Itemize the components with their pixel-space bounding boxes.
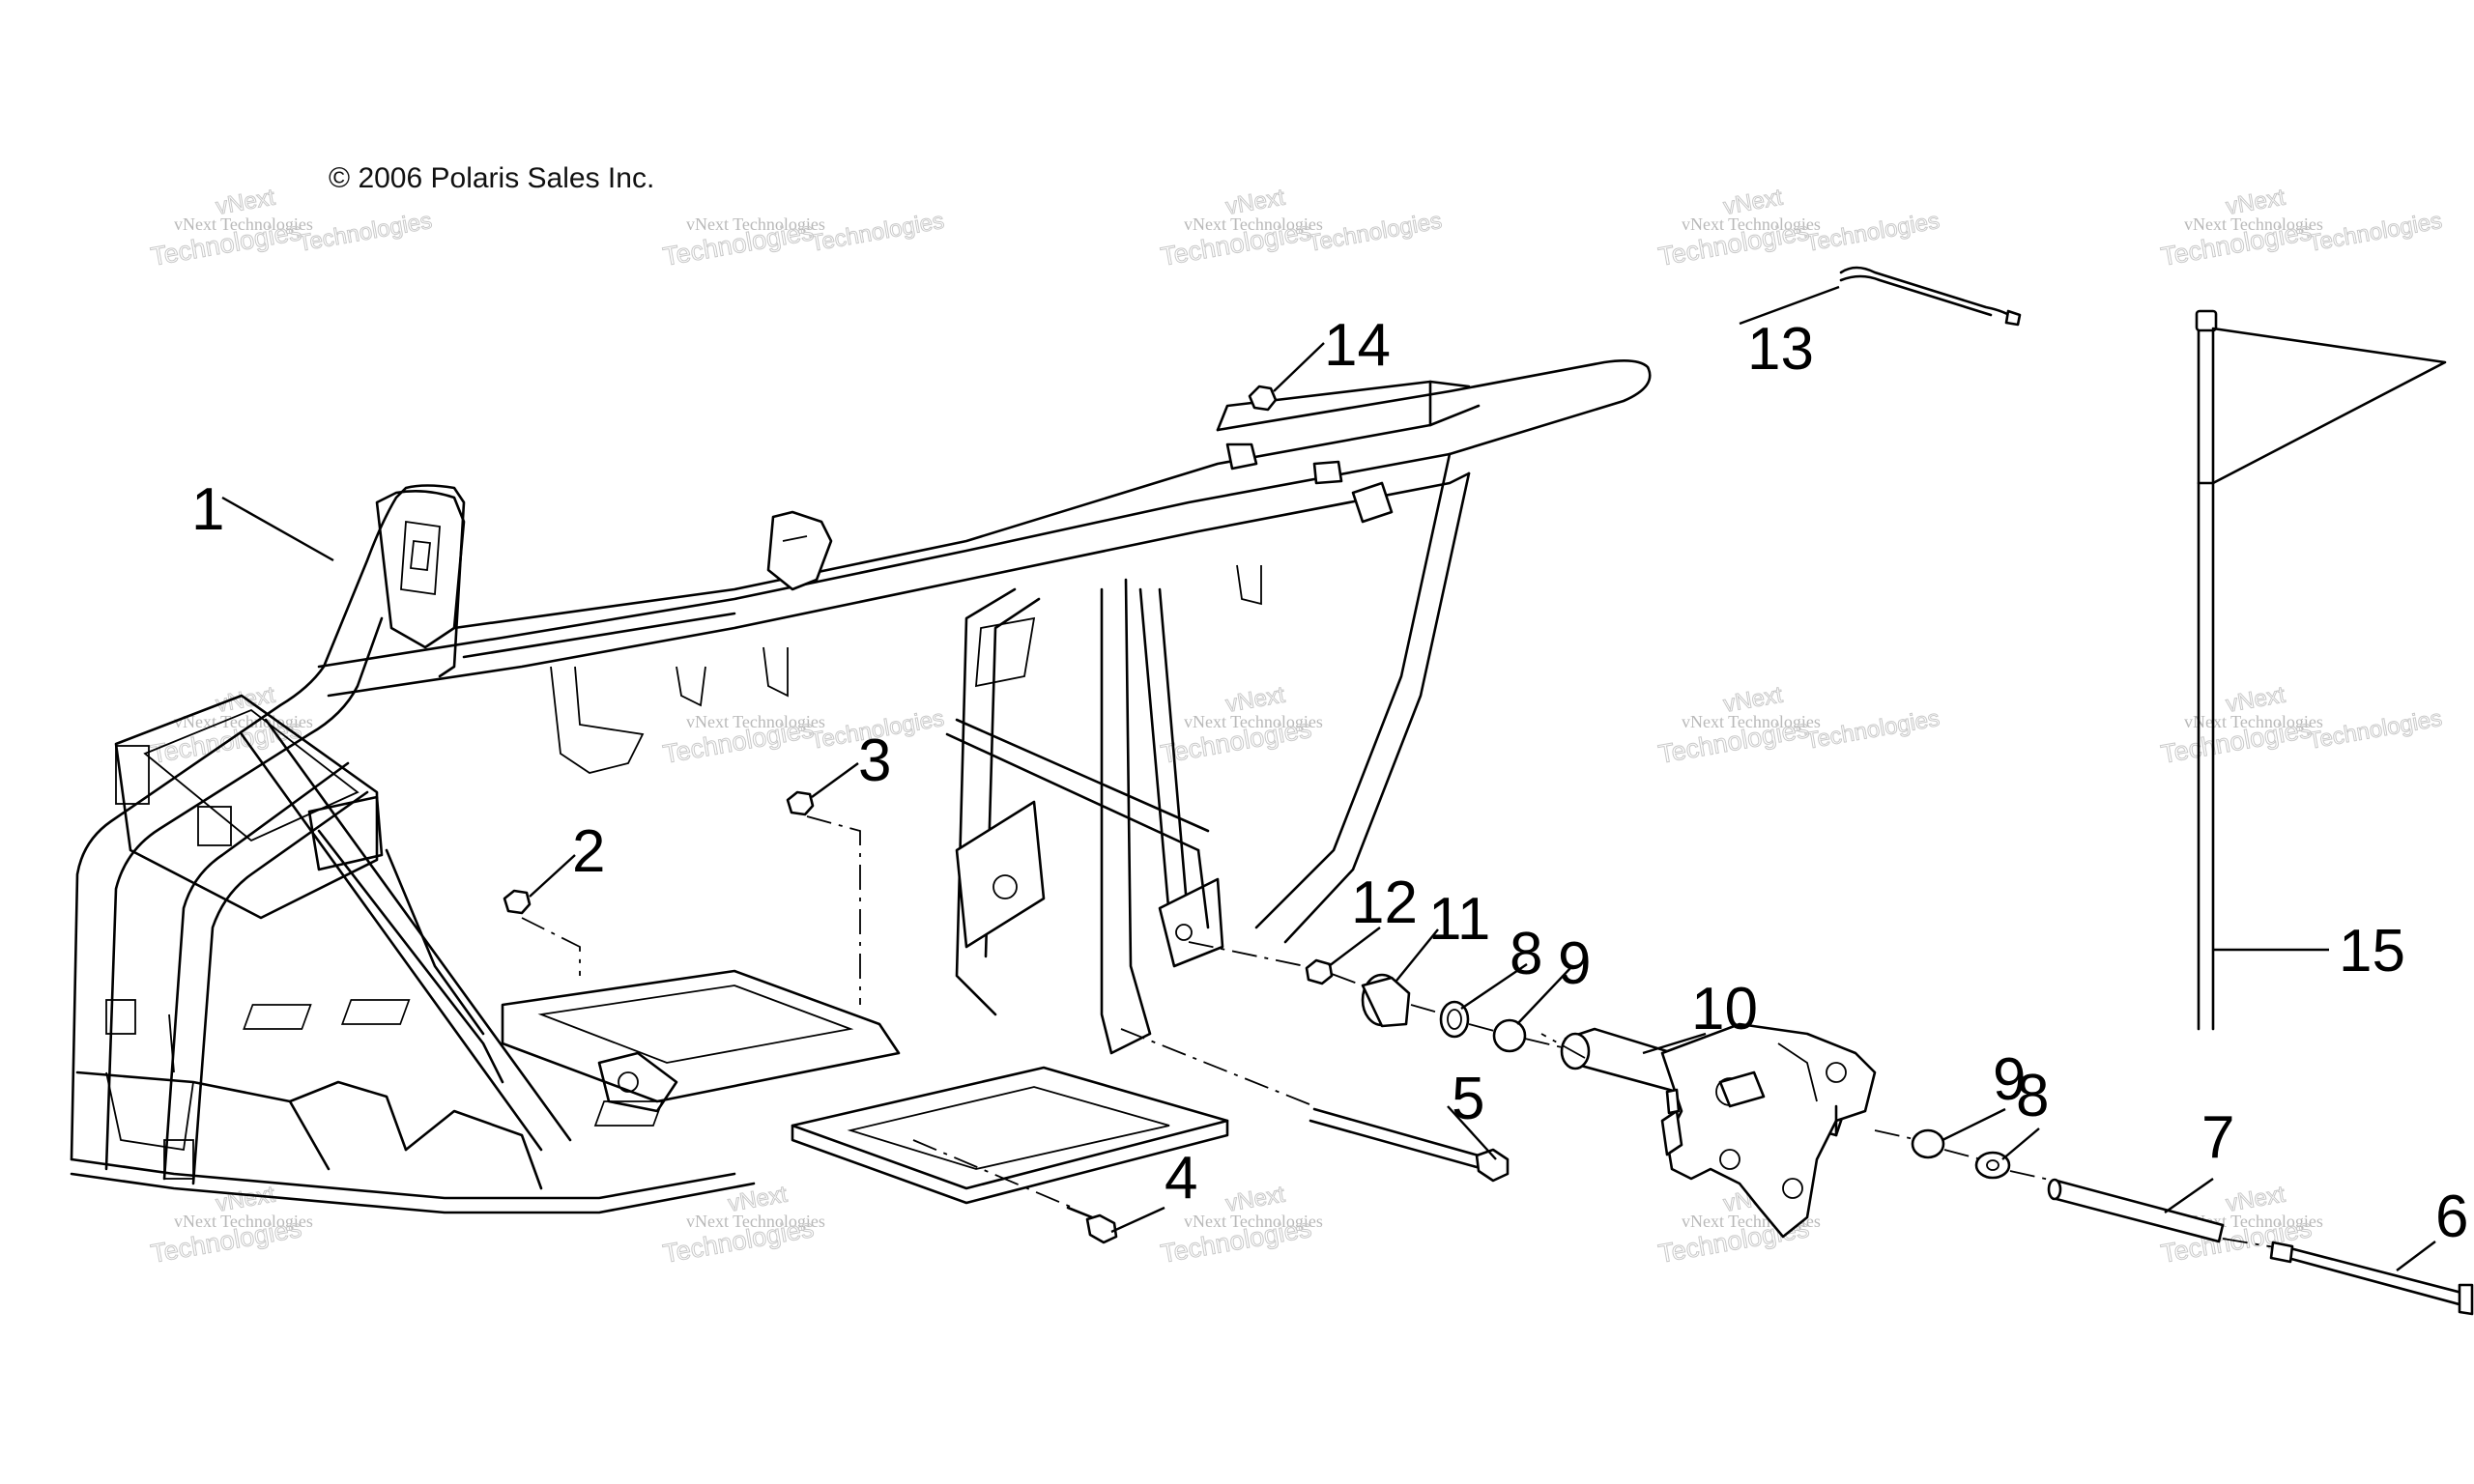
copyright-notice: © 2006 Polaris Sales Inc. <box>329 162 655 194</box>
svg-text:vNext Technologies: vNext Technologies <box>686 214 825 234</box>
svg-text:vNext Technologies: vNext Technologies <box>174 1212 313 1231</box>
svg-text:vNext Technologies: vNext Technologies <box>2184 214 2323 234</box>
part-3-nut <box>786 790 861 1005</box>
svg-text:vNext Technologies: vNext Technologies <box>686 712 825 731</box>
svg-text:vNext Technologies: vNext Technologies <box>1184 712 1323 731</box>
callout-8b: 8 <box>2016 1063 2049 1129</box>
callout-4: 4 <box>1165 1145 1197 1212</box>
part-13-wire <box>1839 266 2022 327</box>
watermark: vNext Technologies vNext Technologies Te… <box>148 184 434 271</box>
watermark: vNext Technologies vNext Technologies Te… <box>2158 184 2444 271</box>
svg-text:Technologies: Technologies <box>808 208 946 257</box>
callout-3: 3 <box>858 728 891 794</box>
part-5-bolt <box>1120 1028 1510 1183</box>
watermark: vNext Technologies vNext Technologies Te… <box>2158 681 2444 769</box>
svg-text:vNext Technologies: vNext Technologies <box>174 712 313 731</box>
axle-hardware-rear <box>1874 1128 2055 1182</box>
watermark: vNext Technologies Technologies Technolo… <box>660 704 946 769</box>
callout-8: 8 <box>1510 921 1542 987</box>
watermark: vNext Technologies vNext Technologies Te… <box>1158 184 1444 271</box>
watermark: vNext Technologies Technologies Technolo… <box>660 207 946 271</box>
axle-hardware-front <box>1188 941 1567 1053</box>
svg-text:Technologies: Technologies <box>1803 208 1942 257</box>
svg-text:vNext Technologies: vNext Technologies <box>1682 214 1821 234</box>
callout-10: 10 <box>1691 976 1758 1042</box>
svg-text:vNext Technologies: vNext Technologies <box>1184 1212 1323 1231</box>
svg-text:Technologies: Technologies <box>296 208 434 257</box>
svg-text:Technologies: Technologies <box>2306 208 2444 257</box>
watermark: vNext Technologies vNext Technologies <box>1158 681 1323 769</box>
main-frame <box>70 359 1652 1214</box>
callout-1: 1 <box>191 476 224 543</box>
svg-text:vNext Technologies: vNext Technologies <box>174 214 313 234</box>
part-4-bolt <box>912 1139 1118 1244</box>
watermark: vNext Technologies vNext Technologies <box>1158 1181 1323 1269</box>
leader-lines <box>221 285 2436 1271</box>
callout-11: 11 <box>1428 886 1490 953</box>
callout-9b: 9 <box>1993 1046 2026 1113</box>
callout-14: 14 <box>1324 312 1391 379</box>
svg-text:Technologies: Technologies <box>1803 705 1942 755</box>
callout-7: 7 <box>2201 1104 2234 1171</box>
svg-text:vNext Technologies: vNext Technologies <box>1682 712 1821 731</box>
svg-text:vNext Technologies: vNext Technologies <box>2184 712 2323 731</box>
svg-text:Technologies: Technologies <box>2306 705 2444 755</box>
watermark: vNext Technologies vNext Technologies Te… <box>1655 681 1942 769</box>
callout-2: 2 <box>572 818 605 885</box>
watermark: vNext Technologies vNext Technologies <box>660 1181 825 1269</box>
watermark-layer: vNext Technologies vNext Technologies Te… <box>148 184 2444 1269</box>
svg-text:vNext Technologies: vNext Technologies <box>1184 214 1323 234</box>
footrest-plates <box>243 969 1229 1205</box>
callout-13: 13 <box>1747 316 1814 383</box>
part-2-nut <box>503 889 581 976</box>
part-6-axle-bolt <box>2222 1238 2474 1316</box>
svg-text:vNext Technologies: vNext Technologies <box>686 1212 825 1231</box>
part-10-carrier <box>1540 1022 1877 1239</box>
callout-15: 15 <box>2339 918 2405 985</box>
part-15-flag <box>2195 309 2447 1031</box>
callouts: 1 2 3 4 5 6 7 8 9 10 11 12 13 14 15 8 9 <box>191 312 2468 1250</box>
svg-text:Technologies: Technologies <box>1306 208 1444 257</box>
callout-5: 5 <box>1452 1066 1484 1132</box>
callout-6: 6 <box>2435 1184 2468 1250</box>
watermark: vNext Technologies vNext Technologies Te… <box>1655 184 1942 271</box>
watermark: vNext Technologies vNext Technologies <box>148 681 313 769</box>
part-14-nut <box>1248 385 1278 412</box>
callout-12: 12 <box>1351 870 1418 936</box>
callout-9: 9 <box>1558 930 1591 997</box>
